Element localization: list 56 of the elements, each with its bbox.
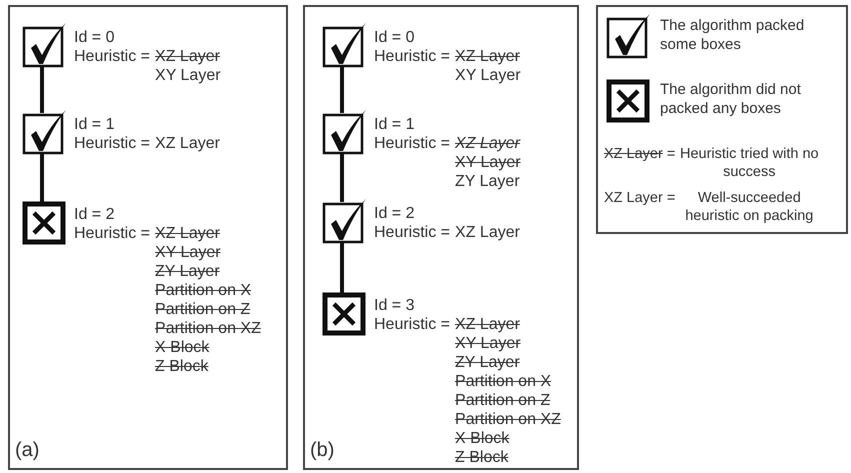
failed-heuristic-text: ZY Layer	[455, 353, 521, 372]
id-text: Id = 1	[74, 116, 114, 133]
failed-heuristic-text: Partition on XZ	[155, 319, 261, 338]
failed-sample-text: XZ Layer	[604, 145, 663, 163]
heuristic-text: XZ Layer	[455, 223, 520, 242]
failed-heuristic-text: XZ Layer	[155, 224, 221, 243]
failed-heuristic-text: XZ Layer	[455, 134, 521, 153]
failed-heuristic-text: ZY Layer	[155, 262, 221, 281]
connector-line	[40, 66, 44, 113]
legend-text: The algorithm packed some boxes	[660, 16, 806, 54]
id-text: Id = 3	[374, 297, 414, 314]
failed-heuristic-text: XZ Layer	[455, 47, 521, 66]
id-text: Id = 2	[374, 205, 414, 222]
legend-text: Heuristic tried with no success	[679, 145, 820, 181]
failed-heuristic-text: Z Block	[155, 357, 210, 376]
panel-label: (b)	[310, 438, 334, 463]
id-text: Id = 0	[374, 29, 414, 46]
id-text: Id = 1	[374, 116, 414, 133]
failed-heuristic-text: XY Layer	[455, 153, 521, 172]
connector-line	[40, 153, 44, 203]
connector-line	[340, 242, 344, 294]
sample-text: XZ Layer	[604, 189, 663, 207]
failed-heuristic-text: XY Layer	[155, 243, 222, 262]
sample-text: =	[666, 189, 676, 207]
heuristic-label: Heuristic =	[74, 225, 150, 242]
id-text: Id = 2	[74, 206, 114, 223]
heuristic-label: Heuristic =	[374, 48, 450, 65]
heuristic-text: XZ Layer	[155, 134, 220, 153]
failed-heuristic-text: XZ Layer	[155, 47, 221, 66]
heuristic-label: Heuristic =	[374, 224, 450, 241]
panel-frame	[8, 5, 288, 470]
failed-heuristic-text: XY Layer	[455, 334, 522, 353]
failed-heuristic-text: Partition on Z	[155, 300, 252, 319]
legend-text: The algorithm did not packed any boxes	[660, 80, 802, 118]
heuristic-label: Heuristic =	[74, 135, 150, 152]
failed-heuristic-text: Partition on Z	[455, 391, 552, 410]
heuristic-text: XY Layer	[155, 66, 221, 85]
failed-heuristic-text: Partition on XZ	[455, 410, 561, 429]
panel-label: (a)	[15, 438, 40, 463]
heuristic-text: XY Layer	[455, 66, 521, 85]
failed-heuristic-text: Partition on X	[155, 281, 252, 300]
legend-text: Well-succeeded heuristic on packing	[684, 189, 814, 225]
heuristic-label: Heuristic =	[374, 135, 450, 152]
connector-line	[340, 153, 344, 202]
heuristic-label: Heuristic =	[74, 48, 150, 65]
sample-text: =	[666, 145, 676, 163]
heuristic-text: ZY Layer	[455, 172, 521, 191]
failed-heuristic-text: Z Block	[455, 448, 510, 467]
panel-frame	[303, 5, 579, 470]
connector-line	[340, 66, 344, 113]
failed-heuristic-text: XZ Layer	[455, 315, 521, 334]
heuristic-label: Heuristic =	[374, 316, 450, 333]
failed-heuristic-text: X Block	[155, 338, 210, 357]
failed-heuristic-text: X Block	[455, 429, 510, 448]
failed-heuristic-text: Partition on X	[455, 372, 552, 391]
id-text: Id = 0	[74, 29, 114, 46]
